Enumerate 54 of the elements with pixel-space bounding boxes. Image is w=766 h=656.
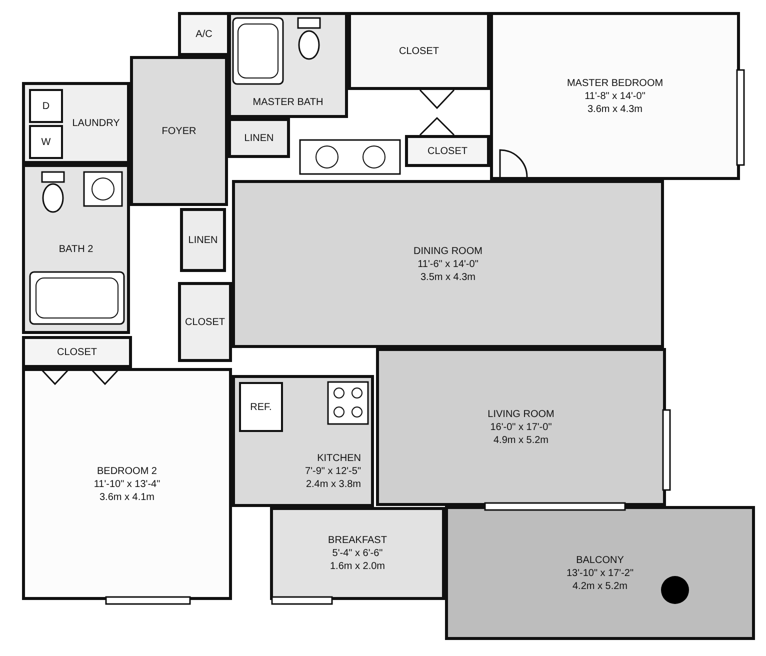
room-name: BEDROOM 2 [96, 464, 157, 478]
room-name: DINING ROOM [414, 244, 482, 258]
bedroom [490, 12, 740, 180]
room-name: REF. [250, 400, 272, 414]
room-name: LAUNDRY [72, 116, 120, 130]
foyer [130, 56, 228, 206]
room-dimensions: 3.6m x 4.1m [99, 490, 155, 504]
room-name: CLOSET [184, 316, 225, 328]
room-name: LINEN [188, 234, 218, 246]
room-dimensions: 4.2m x 5.2m [572, 580, 628, 592]
room-dimensions: 5'-4" x 6'-6" [332, 547, 383, 560]
room-name: FOYER [162, 124, 196, 138]
appliance [29, 89, 63, 123]
room-name: LINEN [244, 132, 274, 144]
room-dimensions: 13'-10" x 17'-2" [566, 566, 634, 580]
room-name: CLOSET [56, 346, 97, 358]
room-dimensions: 1.6m x 2.0m [330, 560, 386, 573]
closet [228, 118, 290, 158]
dining-room [232, 180, 664, 348]
closet [178, 282, 232, 362]
appliance [239, 382, 283, 432]
living-room [376, 348, 666, 506]
kitchen [232, 375, 374, 507]
room-name: MASTER BATH [252, 96, 324, 109]
room-dimensions: 3.5m x 4.3m [420, 270, 476, 284]
room-name: BALCONY [576, 554, 624, 566]
bedroom [22, 368, 232, 600]
room-name: D [42, 100, 50, 112]
room-dimensions: 16'-0" x 17'-0" [490, 420, 552, 434]
closet [22, 336, 132, 368]
closet [348, 12, 490, 90]
room-name: CLOSET [398, 44, 439, 58]
room-name: CLOSET [427, 144, 468, 158]
room-dimensions: 11'-8" x 14'-0" [584, 90, 646, 102]
breakfast-area [270, 507, 445, 600]
room-dimensions: 4.9m x 5.2m [493, 434, 549, 446]
room-name: BATH 2 [58, 242, 94, 256]
closet [178, 12, 230, 56]
room-dimensions: 7'-9" x 12'-5" [305, 464, 361, 478]
appliance [29, 125, 63, 159]
laundry-room [22, 82, 130, 164]
room-name: W [41, 136, 51, 148]
room-name: KITCHEN [317, 452, 361, 464]
room-dimensions: 11'-6" x 14'-0" [418, 258, 478, 270]
room-dimensions: 11'-10" x 13'-4" [94, 478, 160, 490]
room-name: LIVING ROOM [488, 408, 554, 420]
balcony [445, 506, 755, 640]
room-name: MASTER BEDROOM [566, 76, 664, 90]
room-dimensions: 2.4m x 3.8m [306, 478, 361, 490]
closet [180, 208, 226, 272]
room-dimensions: 3.6m x 4.3m [587, 102, 643, 116]
room-name: A/C [196, 28, 212, 40]
closet [405, 135, 490, 167]
room-name: BREAKFAST [328, 534, 387, 547]
